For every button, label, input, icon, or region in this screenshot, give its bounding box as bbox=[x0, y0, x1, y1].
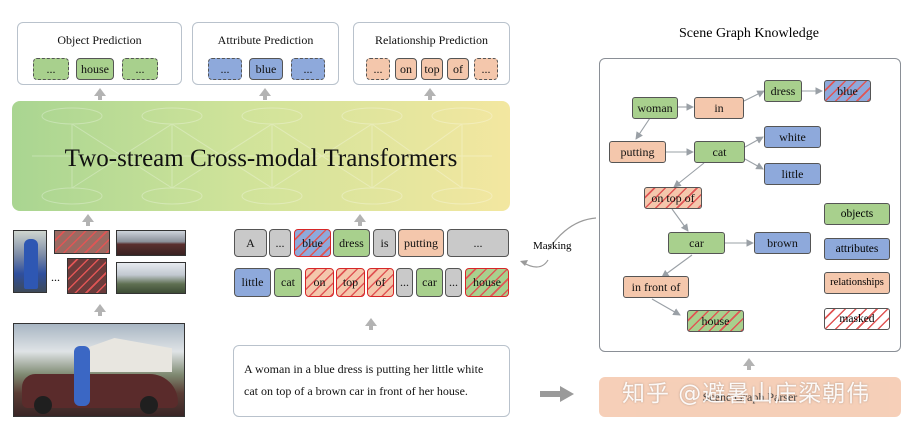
up-arrow-icon bbox=[94, 304, 106, 316]
attribute-pred-token: ... bbox=[208, 58, 242, 80]
legend-attributes: attributes bbox=[824, 238, 890, 260]
relationship-pred-token: top bbox=[421, 58, 443, 80]
scene-graph-panel: woman in dress blue putting cat white li… bbox=[599, 58, 901, 352]
text-token: ... bbox=[269, 229, 291, 257]
kg-node-car: car bbox=[668, 232, 725, 254]
object-pred-token: ... bbox=[33, 58, 69, 80]
relationship-prediction-panel: Relationship Prediction ... on top of ..… bbox=[353, 22, 510, 85]
kg-node-brown: brown bbox=[754, 232, 811, 254]
text-token: cat bbox=[274, 268, 302, 297]
wheel-shape bbox=[140, 396, 158, 414]
woman-shape bbox=[74, 346, 90, 406]
attribute-pred-token: ... bbox=[291, 58, 325, 80]
text-token-masked: blue bbox=[294, 229, 331, 257]
legend-objects: objects bbox=[824, 203, 890, 225]
kg-node-on-top-of-masked: on top of bbox=[644, 187, 702, 209]
up-arrow-icon bbox=[259, 88, 271, 100]
text-token: ... bbox=[396, 268, 413, 297]
object-prediction-panel: Object Prediction ... house ... bbox=[17, 22, 182, 85]
caption-text: A woman in a blue dress is putting her l… bbox=[244, 362, 484, 398]
up-arrow-icon bbox=[94, 88, 106, 100]
region-crop-woman bbox=[13, 230, 47, 293]
masking-arrow bbox=[520, 217, 597, 268]
watermark: 知乎 @避暑山庄梁朝伟 bbox=[622, 381, 871, 407]
wheel-shape bbox=[34, 396, 52, 414]
up-arrow-icon bbox=[82, 214, 94, 226]
relationship-pred-token: on bbox=[395, 58, 417, 80]
legend-masked: masked bbox=[824, 308, 890, 330]
figure-silhouette bbox=[24, 239, 38, 289]
relationship-pred-token: ... bbox=[366, 58, 390, 80]
text-token: ... bbox=[445, 268, 462, 297]
transformer-block: Two-stream Cross-modal Transformers bbox=[12, 101, 510, 211]
text-token-masked: of bbox=[367, 268, 394, 297]
attribute-prediction-panel: Attribute Prediction ... blue ... bbox=[192, 22, 339, 85]
relationship-prediction-title: Relationship Prediction bbox=[375, 33, 488, 47]
kg-node-woman: woman bbox=[632, 97, 678, 119]
object-prediction-title: Object Prediction bbox=[57, 33, 142, 47]
transformer-title: Two-stream Cross-modal Transformers bbox=[64, 145, 458, 172]
text-token: little bbox=[234, 268, 271, 297]
region-crop-masked-car bbox=[54, 230, 110, 254]
kg-node-blue-masked: blue bbox=[824, 80, 871, 102]
kg-node-dress: dress bbox=[764, 80, 802, 102]
relationship-pred-token: ... bbox=[474, 58, 498, 80]
region-crop-masked-wheel bbox=[67, 258, 107, 294]
input-photo bbox=[13, 323, 185, 417]
kg-node-in-front-of: in front of bbox=[623, 276, 689, 298]
masking-label: Masking bbox=[533, 240, 572, 252]
kg-node-white: white bbox=[764, 126, 821, 148]
caption-box: A woman in a blue dress is putting her l… bbox=[233, 345, 510, 417]
text-token-masked: house bbox=[465, 268, 509, 297]
text-token: A bbox=[234, 229, 267, 257]
object-pred-token: ... bbox=[122, 58, 158, 80]
relationship-pred-token: of bbox=[447, 58, 469, 80]
scene-graph-parser: Scene Graph Parser bbox=[599, 377, 901, 417]
parser-label: Scene Graph Parser bbox=[702, 390, 798, 404]
text-token-masked: on bbox=[305, 268, 334, 297]
legend-relationships: relationships bbox=[824, 272, 890, 294]
region-crop-car-side bbox=[116, 230, 186, 256]
up-arrow-icon bbox=[365, 318, 377, 330]
up-arrow-icon bbox=[743, 358, 755, 370]
up-arrow-icon bbox=[424, 88, 436, 100]
attribute-pred-token: blue bbox=[249, 58, 283, 80]
attribute-prediction-title: Attribute Prediction bbox=[217, 33, 314, 47]
house-shape bbox=[76, 338, 172, 372]
scene-graph-edges bbox=[635, 87, 823, 316]
kg-node-little: little bbox=[764, 163, 821, 185]
text-token-masked: top bbox=[336, 268, 365, 297]
text-token: car bbox=[416, 268, 443, 297]
network-lines-icon bbox=[32, 107, 493, 205]
text-token: putting bbox=[398, 229, 444, 257]
up-arrow-icon bbox=[354, 214, 366, 226]
text-token: dress bbox=[333, 229, 370, 257]
scene-graph-title: Scene Graph Knowledge bbox=[679, 26, 819, 41]
kg-node-in: in bbox=[694, 97, 744, 119]
kg-node-putting: putting bbox=[609, 141, 666, 163]
kg-node-house-masked: house bbox=[687, 310, 744, 332]
text-token: ... bbox=[447, 229, 509, 257]
region-crop-house bbox=[116, 262, 186, 294]
region-ellipsis: ... bbox=[51, 270, 60, 284]
right-arrow-icon bbox=[540, 386, 574, 402]
object-pred-token: house bbox=[76, 58, 114, 80]
kg-node-cat: cat bbox=[694, 141, 745, 163]
text-token: is bbox=[373, 229, 396, 257]
